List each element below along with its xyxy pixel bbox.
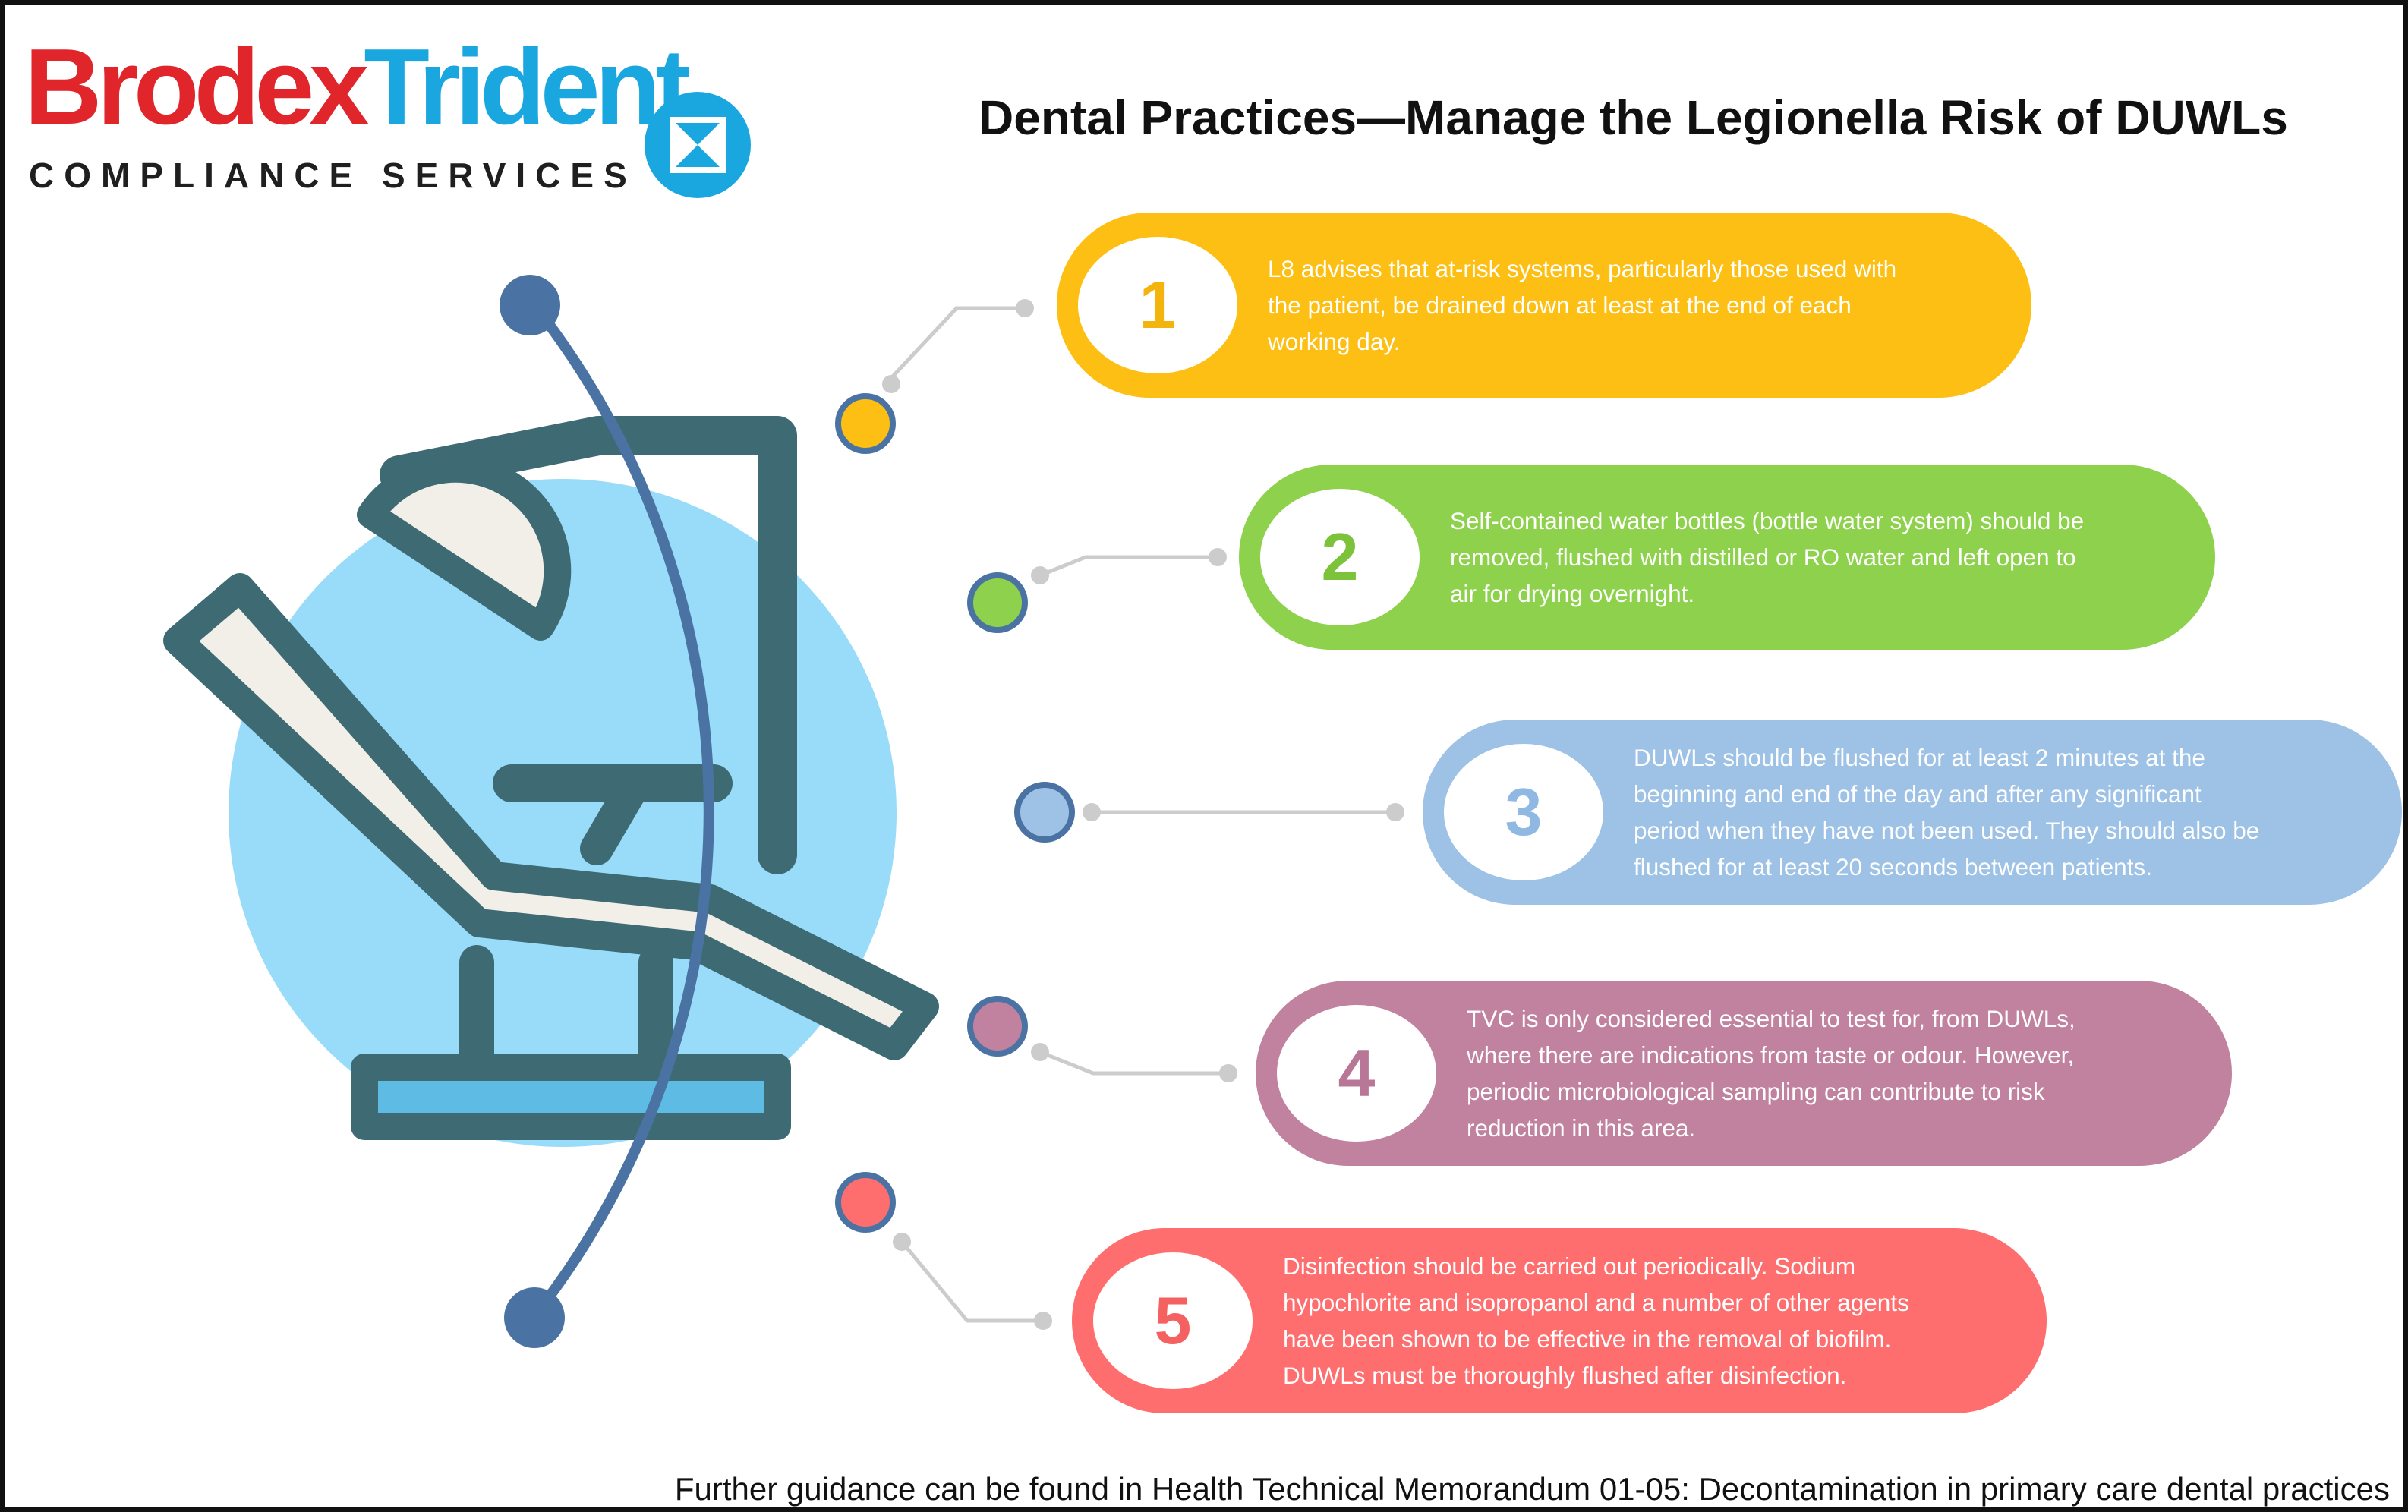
- logo-brand-part2: Trident: [364, 27, 691, 147]
- step-text-line: air for drying overnight.: [1450, 580, 1695, 607]
- arc-node-3: [1014, 782, 1075, 843]
- step-card-4: 4 TVC is only considered essential to te…: [1256, 981, 2232, 1166]
- arc-node-1: [835, 393, 896, 454]
- dental-chair-icon: [163, 416, 939, 1140]
- step-card-2: 2 Self-contained water bottles (bottle w…: [1239, 465, 2215, 650]
- step-number-2: 2: [1260, 489, 1420, 625]
- brand-logo: BrodexTrident COMPLIANCE SERVICES: [24, 27, 751, 202]
- step-number-1: 1: [1078, 237, 1237, 373]
- step-card-1: 1 L8 advises that at-risk systems, parti…: [1057, 213, 2031, 398]
- step-text-line: DUWLs must be thoroughly flushed after d…: [1283, 1362, 1847, 1389]
- arc-node-2: [967, 572, 1028, 633]
- step-text-line: reduction in this area.: [1467, 1114, 1696, 1142]
- logo-tagline: COMPLIANCE SERVICES: [29, 156, 637, 195]
- arc-node-5: [835, 1172, 896, 1233]
- step-card-5: 5 Disinfection should be carried out per…: [1072, 1228, 2047, 1413]
- step-text-4: TVC is only considered essential to test…: [1467, 981, 2226, 1166]
- step-text-line: L8 advises that at-risk systems, particu…: [1268, 255, 1897, 282]
- page-title: Dental Practices—Manage the Legionella R…: [979, 90, 2288, 145]
- connector-1: [890, 306, 1025, 380]
- step-text-line: periodic microbiological sampling can co…: [1467, 1078, 2045, 1105]
- step-number-4: 4: [1277, 1005, 1436, 1142]
- connector-dots: [882, 299, 1404, 1330]
- step-text-line: flushed for at least 20 seconds between …: [1634, 853, 2152, 880]
- step-card-3: 3 DUWLs should be flushed for at least 2…: [1423, 720, 2402, 905]
- step-number-3: 3: [1444, 744, 1603, 880]
- timeline-graphic: [163, 275, 1404, 1348]
- step-text-line: Disinfection should be carried out perio…: [1283, 1252, 1856, 1280]
- step-text-5: Disinfection should be carried out perio…: [1283, 1228, 2035, 1413]
- hourglass-circle-icon: [645, 92, 751, 198]
- step-text-2: Self-contained water bottles (bottle wat…: [1450, 465, 2202, 650]
- step-number-5: 5: [1093, 1252, 1253, 1389]
- step-text-line: Self-contained water bottles (bottle wat…: [1450, 507, 2085, 534]
- step-text-line: where there are indications from taste o…: [1467, 1041, 2075, 1069]
- backdrop-circle: [229, 479, 897, 1147]
- arc-endpoint-top: [500, 275, 560, 335]
- step-text-line: TVC is only considered essential to test…: [1467, 1005, 2075, 1032]
- step-text-line: the patient, be drained down at least at…: [1268, 291, 1852, 319]
- step-text-line: removed, flushed with distilled or RO wa…: [1450, 543, 2076, 571]
- connector-4: [1039, 1050, 1228, 1076]
- connector-2: [1039, 555, 1218, 578]
- connector-5: [900, 1240, 1043, 1323]
- step-text-line: have been shown to be effective in the r…: [1283, 1325, 1892, 1353]
- step-text-line: beginning and end of the day and after a…: [1634, 780, 2202, 808]
- step-text-line: working day.: [1268, 328, 1401, 355]
- step-text-line: period when they have not been used. The…: [1634, 817, 2260, 844]
- connector-lines: [890, 306, 1395, 1323]
- step-text-line: DUWLs should be flushed for at least 2 m…: [1634, 744, 2205, 771]
- step-text-3: DUWLs should be flushed for at least 2 m…: [1634, 720, 2400, 905]
- arc-endpoint-bottom: [504, 1287, 565, 1348]
- logo-brand-part1: Brodex: [24, 27, 369, 147]
- arc-node-4: [967, 996, 1028, 1057]
- footer-note: Further guidance can be found in Health …: [674, 1471, 2390, 1507]
- step-text-1: L8 advises that at-risk systems, particu…: [1268, 213, 1997, 398]
- timeline-arc: [530, 301, 714, 1320]
- step-text-line: hypochlorite and isopropanol and a numbe…: [1283, 1289, 1909, 1316]
- logo-wordmark: BrodexTrident: [24, 33, 692, 141]
